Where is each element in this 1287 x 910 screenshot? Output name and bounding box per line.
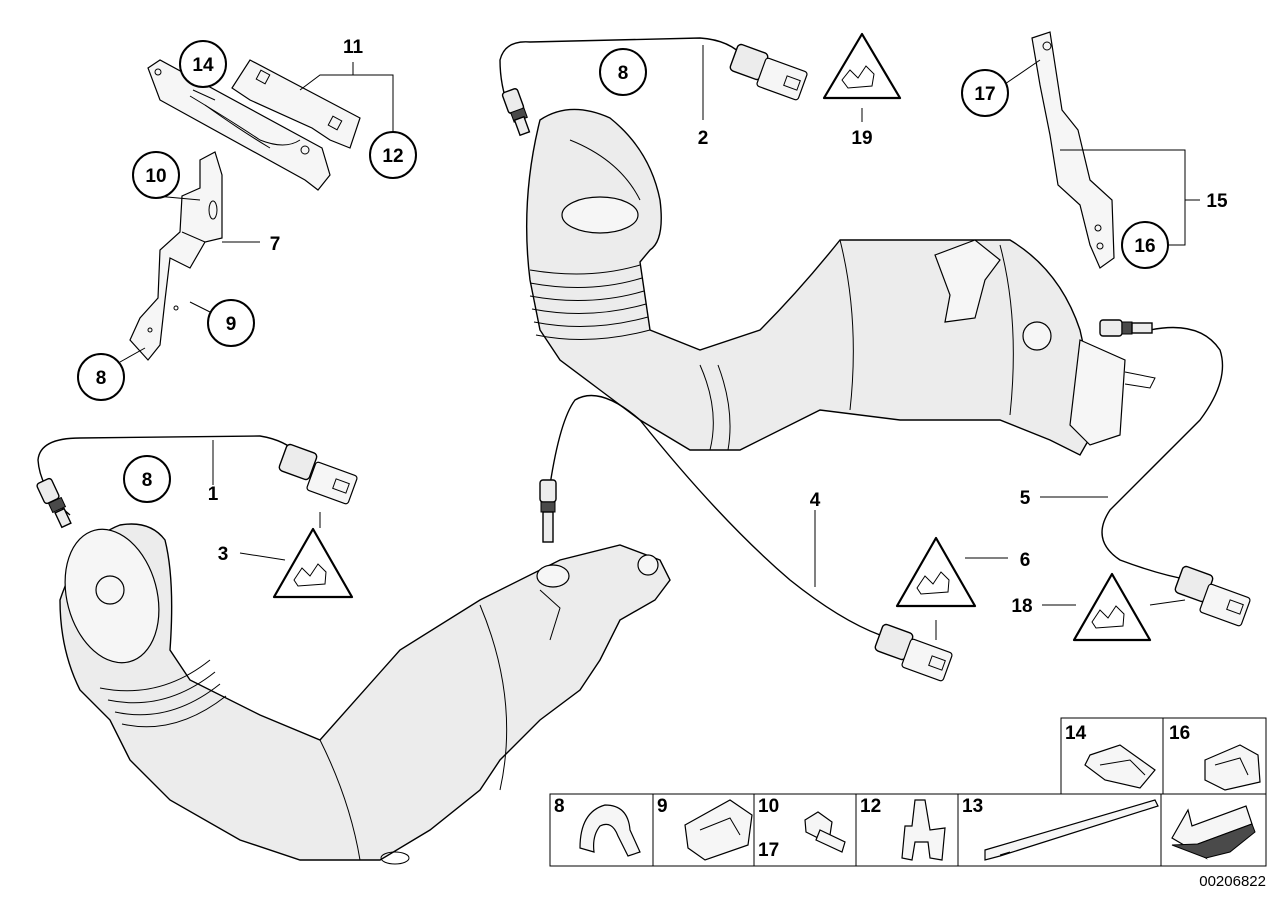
callout-17: 17 [961, 69, 1009, 117]
callout-14: 14 [179, 40, 227, 88]
connector-plug-icon [1174, 565, 1251, 627]
document-number: 00206822 [1199, 873, 1266, 890]
warning-triangle-icon [1072, 572, 1152, 642]
svg-text:12: 12 [860, 796, 881, 817]
connectors [278, 43, 1251, 682]
callout-8-upper-sensor: 8 [599, 48, 647, 96]
label-3: 3 [218, 544, 229, 565]
probe-1 [36, 477, 72, 529]
connector-plug-icon [729, 43, 808, 101]
legend-cell-14: 14 [1060, 717, 1164, 795]
callout-16: 16 [1121, 221, 1169, 269]
svg-text:12: 12 [382, 146, 403, 167]
warning-triangles [272, 32, 1152, 642]
probe-2 [501, 88, 531, 137]
sensor-bracket [129, 151, 223, 361]
legend-cell-12: 12 [855, 793, 959, 867]
svg-text:14: 14 [192, 55, 214, 76]
svg-text:8: 8 [96, 368, 107, 389]
svg-text:10: 10 [145, 166, 166, 187]
lower-exhaust-assembly [59, 523, 671, 865]
label-18: 18 [1011, 596, 1032, 617]
svg-text:17: 17 [758, 840, 779, 861]
legend-cell-8: 8 [549, 793, 654, 867]
legend-cell-9: 9 [652, 793, 755, 867]
callout-10: 10 [132, 151, 180, 199]
callout-9: 9 [207, 299, 255, 347]
svg-text:13: 13 [962, 796, 983, 817]
callout-8-lower-sensor: 8 [123, 455, 171, 503]
legend-cell-16: 16 [1162, 717, 1267, 795]
connector-plug-icon [874, 623, 953, 682]
legend-cell-13: 13 [957, 793, 1162, 867]
svg-text:16: 16 [1169, 723, 1190, 744]
lambda-probes [36, 88, 1153, 543]
svg-text:17: 17 [974, 84, 995, 105]
label-19: 19 [851, 128, 872, 149]
svg-text:8: 8 [554, 796, 565, 817]
label-7: 7 [270, 234, 281, 255]
label-11: 11 [343, 37, 364, 58]
label-1: 1 [208, 484, 219, 505]
warning-triangle-icon [822, 32, 902, 100]
svg-text:9: 9 [657, 796, 668, 817]
probe-5 [1099, 319, 1153, 337]
svg-text:8: 8 [142, 470, 153, 491]
callout-12: 12 [369, 131, 417, 179]
label-4: 4 [810, 490, 821, 511]
connector-plug-icon [278, 443, 358, 505]
svg-text:14: 14 [1065, 723, 1087, 744]
warning-triangle-icon [272, 527, 354, 599]
callout-circles: 14 12 10 9 8 8 17 16 [77, 40, 1169, 503]
svg-text:9: 9 [226, 314, 237, 335]
label-6: 6 [1020, 550, 1031, 571]
svg-text:10: 10 [758, 796, 779, 817]
label-5: 5 [1020, 488, 1031, 509]
svg-text:16: 16 [1134, 236, 1155, 257]
label-2: 2 [698, 128, 709, 149]
probe-4 [539, 479, 557, 543]
warning-triangle-icon [895, 536, 977, 608]
svg-text:8: 8 [618, 63, 629, 84]
parts-legend: 14 16 8 9 10 17 [549, 717, 1267, 867]
legend-cell-arrow [1160, 793, 1267, 867]
callout-8-bracket: 8 [77, 353, 125, 401]
number-labels: 11 7 2 19 15 1 3 4 5 6 18 [208, 37, 1228, 617]
legend-cell-10-17: 10 17 [753, 793, 857, 867]
upper-exhaust-assembly [525, 108, 1156, 456]
heat-shield-bracket [147, 59, 361, 191]
arrow-icon [1171, 805, 1256, 860]
label-15: 15 [1206, 191, 1228, 212]
